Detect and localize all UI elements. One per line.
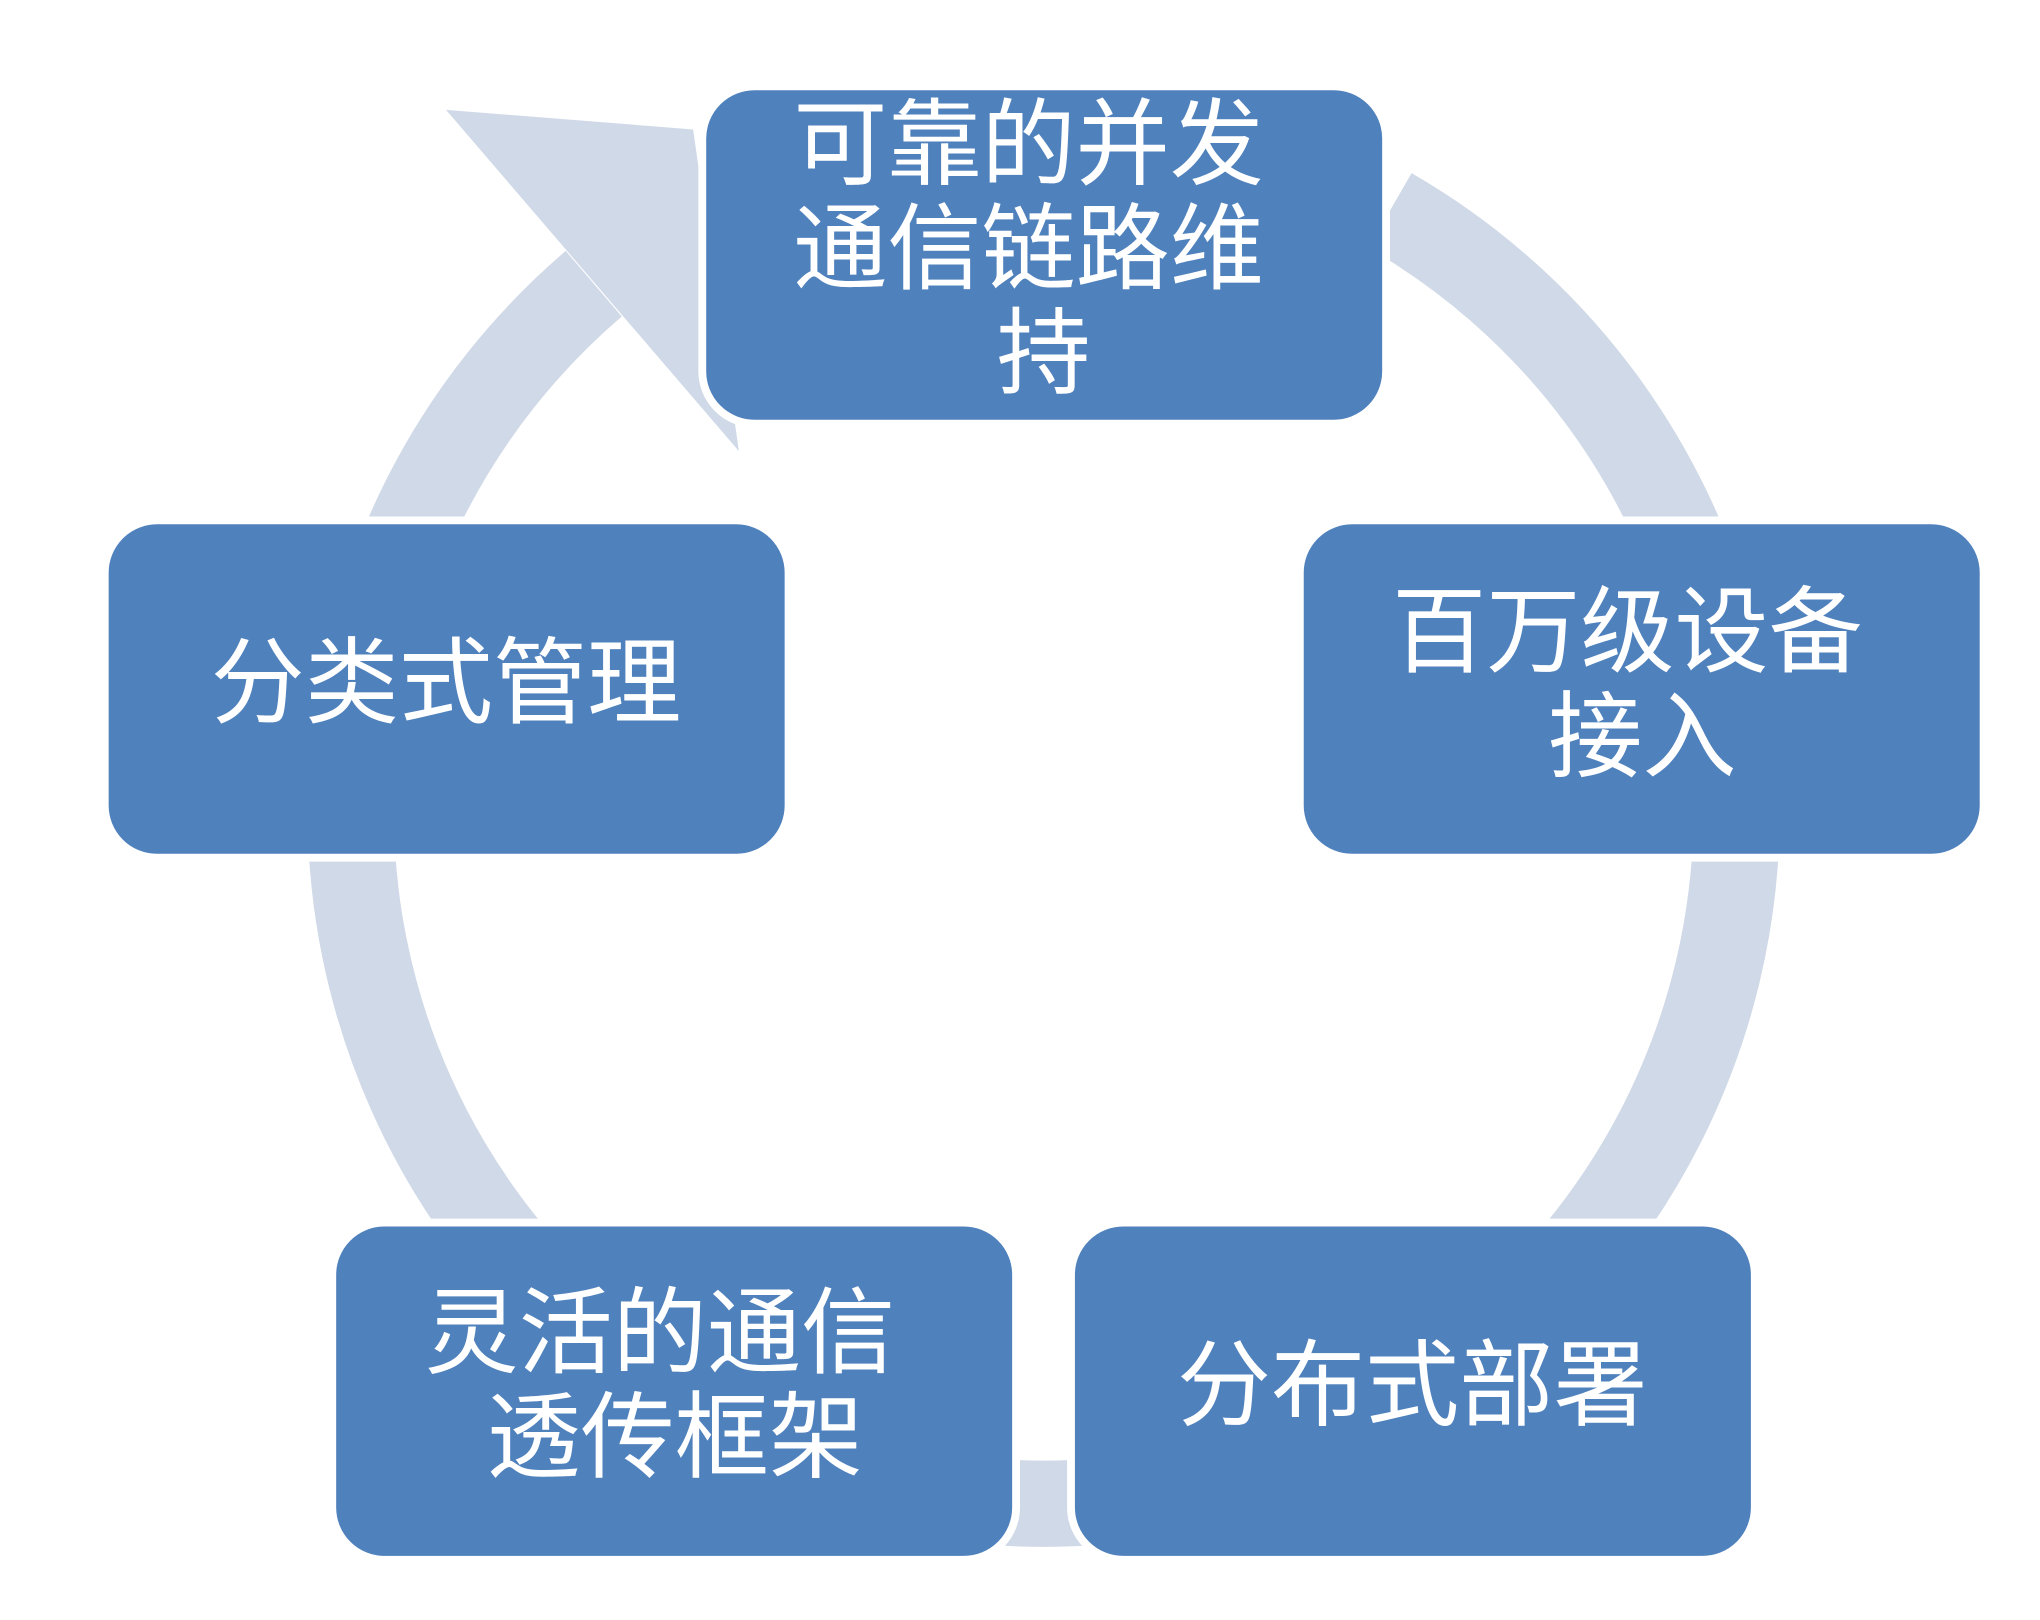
node-distributed-deployment: 分布式部署 — [1067, 1218, 1759, 1564]
svg-text:分布式部署: 分布式部署 — [1177, 1332, 1648, 1441]
node-label-line: 通信链路维 — [793, 196, 1264, 305]
node-reliable-concurrent-link: 可靠的并发 通信链路维 持 — [698, 82, 1391, 428]
svg-text:百万级设备 接入: 百万级设备 接入 — [1392, 579, 1893, 793]
node-label-line: 分布式部署 — [1177, 1332, 1648, 1441]
node-categorized-management: 分类式管理 — [100, 516, 793, 862]
svg-text:分类式管理: 分类式管理 — [211, 630, 682, 739]
svg-text:灵活的通信 透传框架: 灵活的通信 透传框架 — [425, 1280, 926, 1494]
node-flexible-transparent-framework: 灵活的通信 透传框架 — [328, 1218, 1021, 1564]
node-label-line: 可靠的并发 — [793, 91, 1264, 200]
node-label-line: 灵活的通信 — [425, 1280, 896, 1389]
svg-text:可靠的并发 通信链路维 持: 可靠的并发 通信链路维 持 — [793, 91, 1294, 409]
node-label-line: 接入 — [1548, 684, 1736, 793]
node-label-line: 持 — [996, 301, 1090, 410]
node-label-line: 百万级设备 — [1392, 579, 1863, 688]
node-million-device-access: 百万级设备 接入 — [1295, 516, 1988, 862]
node-label-line: 分类式管理 — [211, 630, 682, 739]
node-label-line: 透传框架 — [487, 1385, 864, 1494]
